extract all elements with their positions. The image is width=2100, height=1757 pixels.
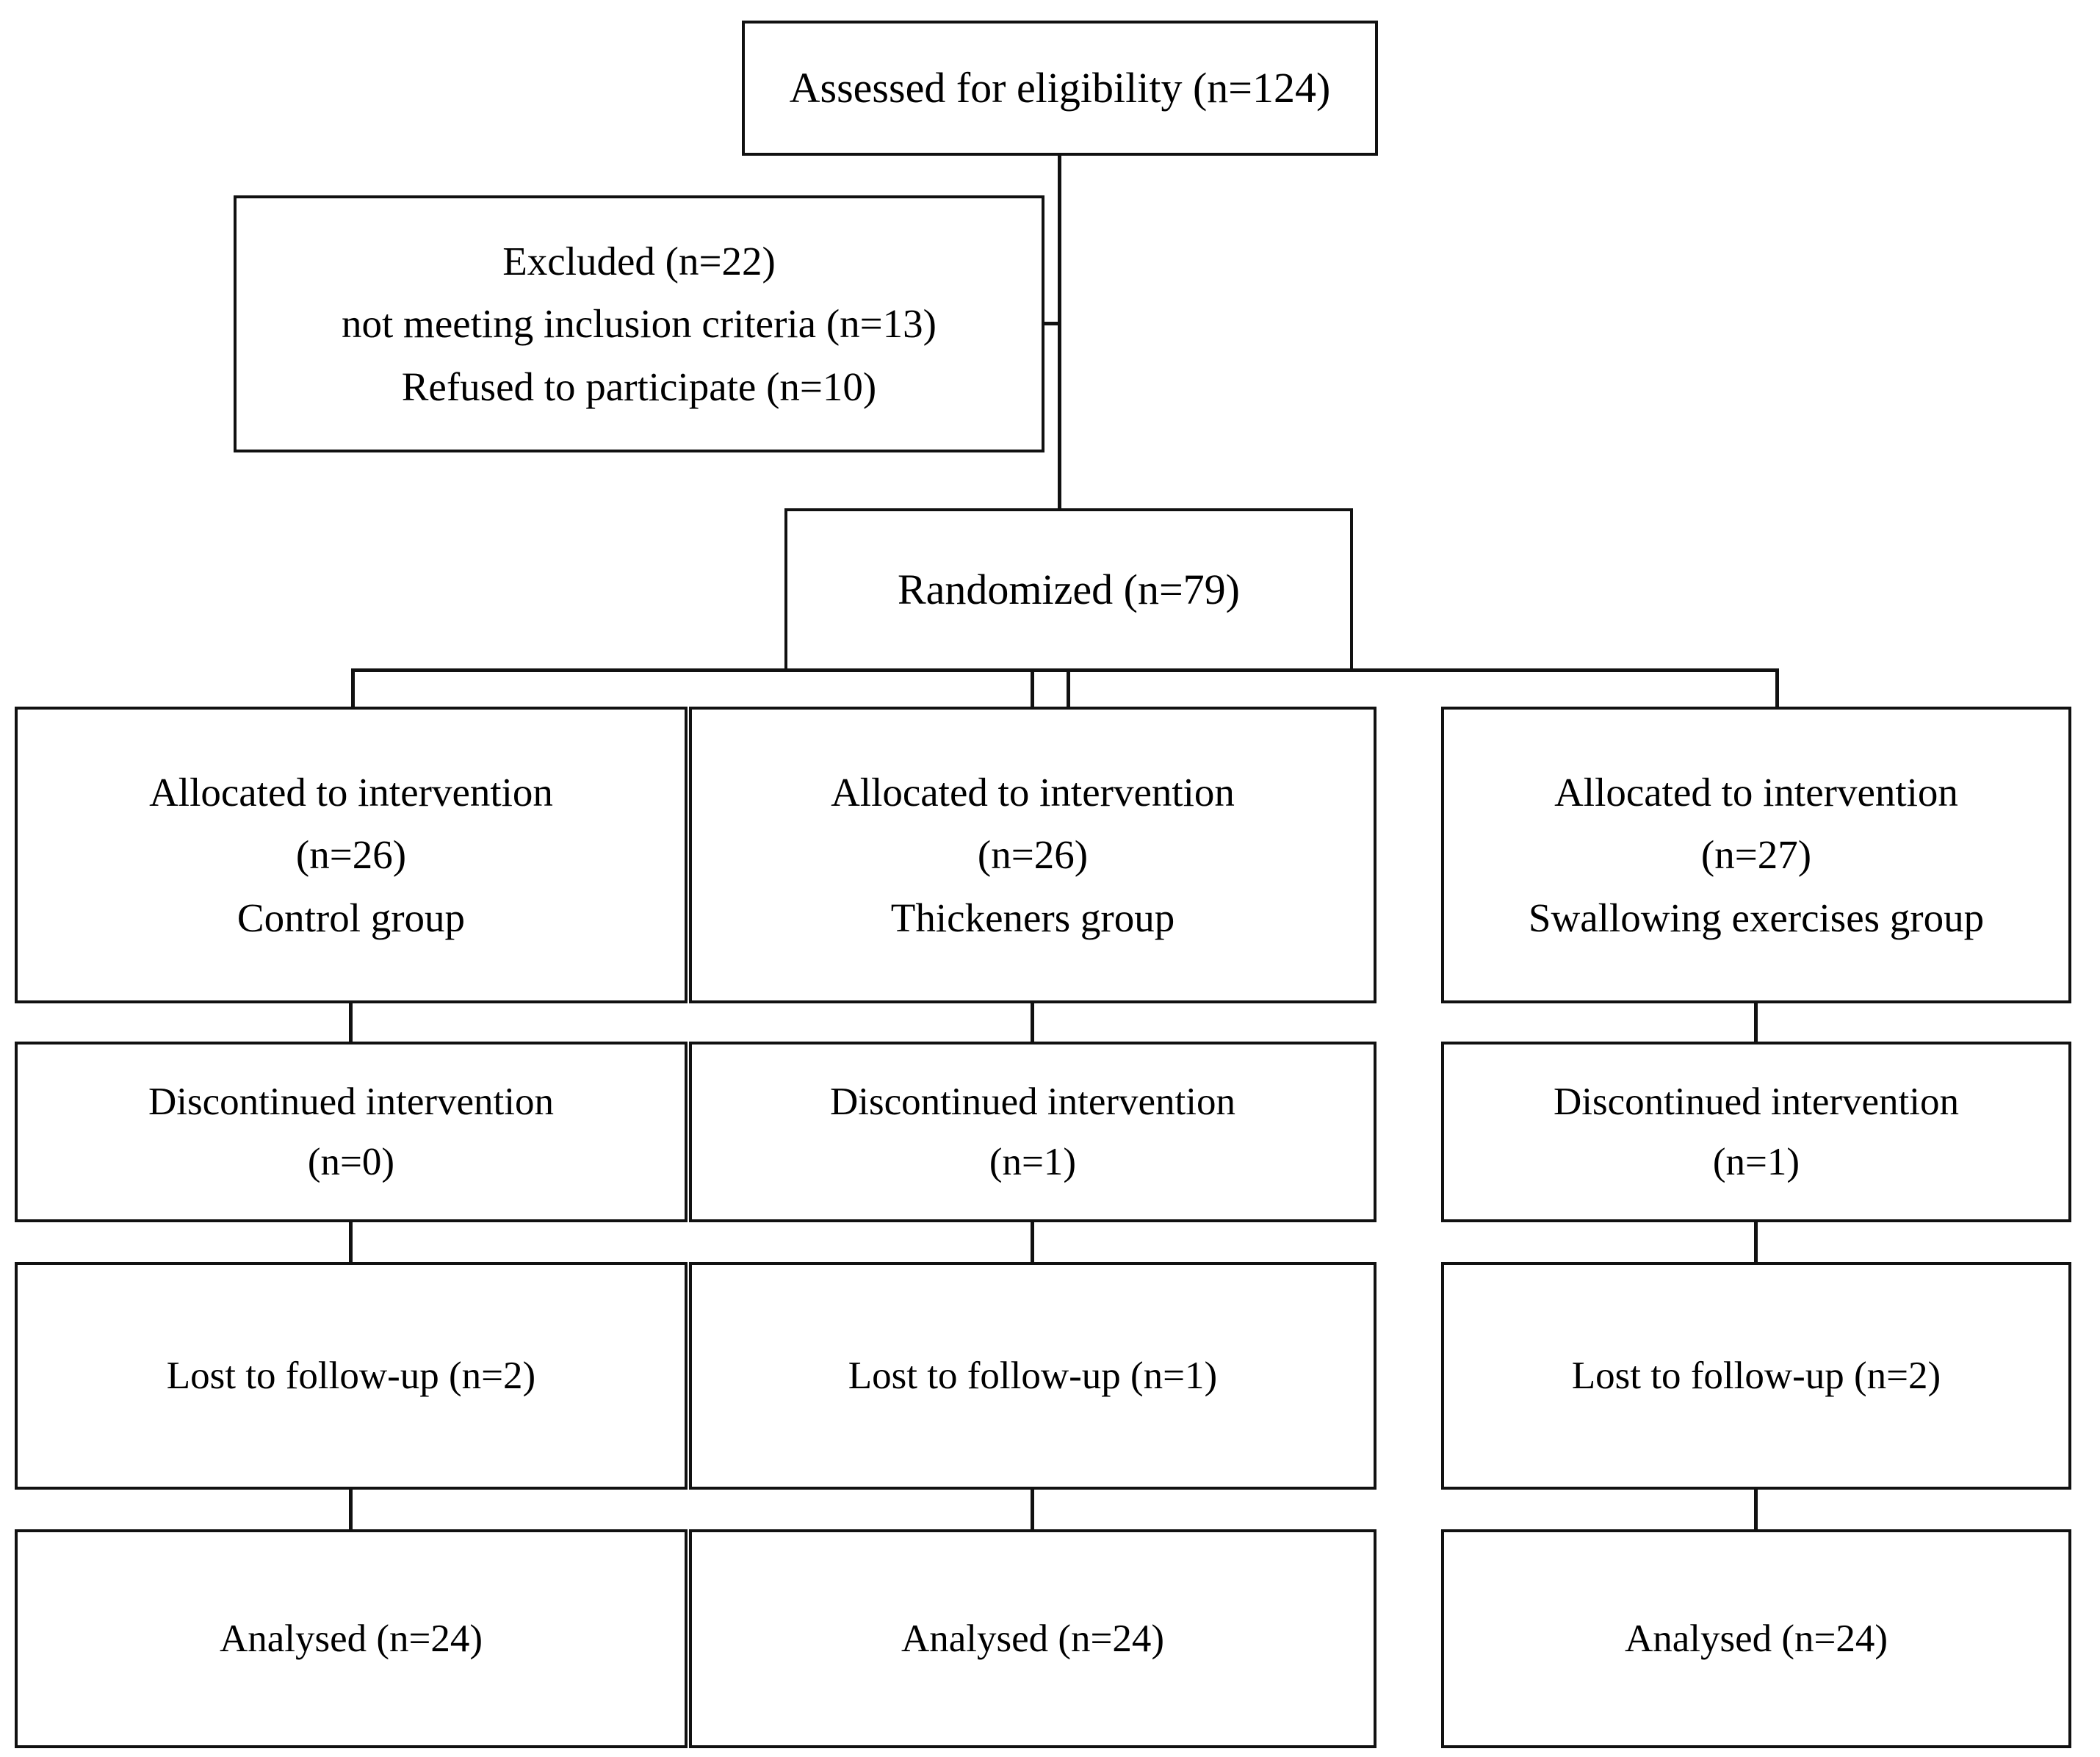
node-analysed-thickeners-group: Analysed (n=24)	[689, 1529, 1376, 1748]
discontinued-heading-arm1: Discontinued intervention	[148, 1080, 554, 1123]
node-allocation-thickeners-group: Allocated to intervention (n=26) Thicken…	[689, 707, 1376, 1003]
connector-assessed-to-randomized	[1058, 153, 1061, 511]
allocation-heading-arm1: Allocated to intervention	[149, 770, 553, 815]
connector-arm2-disc-to-lost	[1031, 1219, 1034, 1265]
allocation-heading-arm2: Allocated to intervention	[831, 770, 1235, 815]
connector-arm3-disc-to-lost	[1754, 1219, 1758, 1265]
node-allocation-control-group: Allocated to intervention (n=26) Control…	[15, 707, 688, 1003]
node-assessed-for-eligibility: Assessed for eligibility (n=124)	[742, 21, 1378, 156]
connector-arm1-disc-to-lost	[349, 1219, 353, 1265]
discontinued-count-arm3: (n=1)	[1712, 1141, 1800, 1183]
connector-arm2-alloc-to-disc	[1031, 1000, 1034, 1045]
excluded-reason-inclusion-label: not meeting inclusion criteria (n=13)	[342, 301, 937, 347]
allocation-group-name-arm3: Swallowing exercises group	[1528, 895, 1985, 940]
node-analysed-swallowing-exercises-group: Analysed (n=24)	[1441, 1529, 2071, 1748]
lost-to-followup-label-arm2: Lost to follow-up (n=1)	[848, 1354, 1218, 1397]
node-discontinued-swallowing-exercises-group: Discontinued intervention (n=1)	[1441, 1042, 2071, 1222]
allocation-heading-arm3: Allocated to intervention	[1554, 770, 1958, 815]
lost-to-followup-label-arm3: Lost to follow-up (n=2)	[1571, 1354, 1941, 1397]
connector-bus-to-arm-1	[351, 668, 355, 710]
node-randomized: Randomized (n=79)	[784, 508, 1353, 671]
analysed-label-arm3: Analysed (n=24)	[1624, 1617, 1888, 1660]
connector-arm1-alloc-to-disc	[349, 1000, 353, 1045]
node-lost-to-followup-swallowing-exercises-group: Lost to follow-up (n=2)	[1441, 1262, 2071, 1490]
excluded-reason-refused-label: Refused to participate (n=10)	[401, 364, 877, 409]
lost-to-followup-label-arm1: Lost to follow-up (n=2)	[166, 1354, 536, 1397]
node-lost-to-followup-control-group: Lost to follow-up (n=2)	[15, 1262, 688, 1490]
assessed-label: Assessed for eligibility (n=124)	[789, 64, 1331, 112]
node-allocation-swallowing-exercises-group: Allocated to intervention (n=27) Swallow…	[1441, 707, 2071, 1003]
allocation-group-name-arm1: Control group	[237, 895, 466, 940]
connector-bus-to-arm-2	[1031, 668, 1034, 710]
connector-bus-to-arm-3	[1775, 668, 1779, 710]
discontinued-heading-arm2: Discontinued intervention	[830, 1080, 1235, 1123]
discontinued-count-arm1: (n=0)	[307, 1141, 395, 1183]
node-discontinued-thickeners-group: Discontinued intervention (n=1)	[689, 1042, 1376, 1222]
allocation-count-arm3: (n=27)	[1700, 832, 1812, 878]
allocation-count-arm1: (n=26)	[295, 832, 407, 878]
connector-arm1-lost-to-analysed	[349, 1487, 353, 1532]
node-lost-to-followup-thickeners-group: Lost to follow-up (n=1)	[689, 1262, 1376, 1490]
node-analysed-control-group: Analysed (n=24)	[15, 1529, 688, 1748]
allocation-count-arm2: (n=26)	[977, 832, 1089, 878]
node-excluded: Excluded (n=22) not meeting inclusion cr…	[234, 195, 1044, 452]
connector-arm3-alloc-to-disc	[1754, 1000, 1758, 1045]
discontinued-heading-arm3: Discontinued intervention	[1554, 1080, 1959, 1123]
connector-trunk-to-excluded	[1042, 322, 1061, 325]
analysed-label-arm2: Analysed (n=24)	[901, 1617, 1165, 1660]
node-discontinued-control-group: Discontinued intervention (n=0)	[15, 1042, 688, 1222]
connector-arm3-lost-to-analysed	[1754, 1487, 1758, 1532]
allocation-group-name-arm2: Thickeners group	[890, 895, 1175, 940]
connector-arm2-lost-to-analysed	[1031, 1487, 1034, 1532]
discontinued-count-arm2: (n=1)	[989, 1141, 1077, 1183]
analysed-label-arm1: Analysed (n=24)	[219, 1617, 483, 1660]
randomized-label: Randomized (n=79)	[898, 566, 1240, 614]
excluded-total-label: Excluded (n=22)	[502, 239, 776, 284]
connector-randomized-stem	[1067, 668, 1070, 710]
